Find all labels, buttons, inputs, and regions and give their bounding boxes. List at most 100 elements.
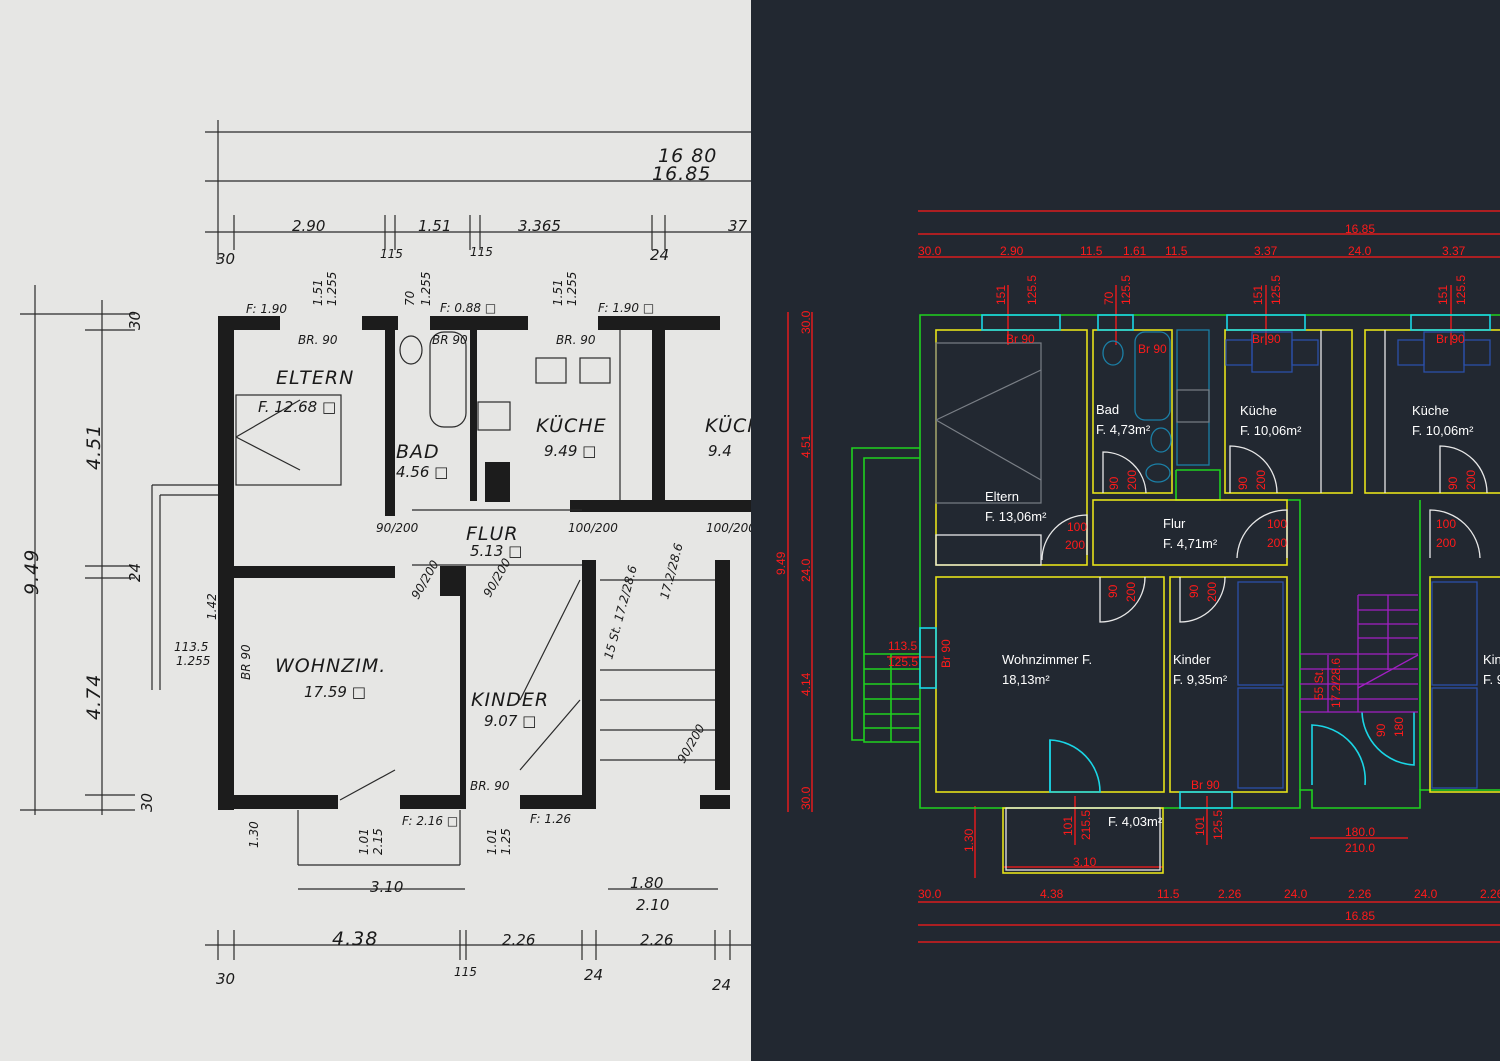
dimension-label: 101: [1061, 816, 1075, 836]
room-area-flur: F. 4,71m²: [1163, 536, 1218, 551]
dimension-label: 2.26: [1480, 887, 1500, 901]
room-name-kueche: Küche: [1240, 403, 1277, 418]
dimension-label: 180: [1392, 717, 1406, 737]
room-name-kinder-2: Kin: [1483, 652, 1500, 667]
cad-top-dimensions: 16.85 30.0 2.90 11.5 1.61 11.5 3.37 24.0…: [918, 222, 1466, 258]
sketch-window-labels: F: 1.90 F: 0.88 □ F: 1.90 □ BR. 90 BR 90…: [246, 272, 654, 347]
dimension-label: 200: [1254, 470, 1268, 490]
dimension-label: 24: [712, 976, 731, 994]
sketch-area-bad: 4.56 □: [396, 463, 448, 481]
dimension-label: 90/200: [376, 521, 419, 535]
dimension-label: 200: [1205, 582, 1219, 602]
dimension-label: 4.38: [332, 928, 378, 950]
dimension-label: 30: [216, 250, 235, 268]
dimension-label: 101: [1193, 816, 1207, 836]
dimension-label: F: 0.88 □: [440, 301, 496, 315]
dimension-label: 24.0: [1284, 887, 1308, 901]
dimension-label: 90: [1446, 476, 1460, 490]
dimension-label: 125.5: [888, 655, 918, 669]
room-area-kueche: F. 10,06m²: [1240, 423, 1302, 438]
dimension-label: 9.49: [21, 549, 43, 595]
dimension-label: 100: [1436, 517, 1456, 531]
dimension-label: 16 80: [658, 145, 717, 167]
cad-walls: [851, 314, 1500, 809]
dimension-label: BR 90: [432, 333, 468, 347]
room-area-eltern: F. 13,06m²: [985, 509, 1047, 524]
dimension-label: 11.5: [1157, 887, 1180, 901]
dimension-label: Br 90: [1252, 332, 1281, 346]
dimension-label: 4.51: [799, 434, 813, 458]
dimension-label: 30.0: [918, 887, 942, 901]
room-name-wohnzimmer: Wohnzimmer F.: [1002, 652, 1092, 667]
dimension-label: F: 1.90 □: [598, 301, 654, 315]
dimension-label: 9.49: [774, 551, 788, 575]
room-area-kinder-2: F. 9: [1483, 672, 1500, 687]
dimension-label: 90/200: [480, 556, 513, 600]
dimension-label: 24.0: [799, 558, 813, 582]
cad-bottom-dimensions: 30.0 4.38 11.5 2.26 24.0 2.26 24.0 2.26 …: [918, 887, 1500, 923]
dimension-label: BR. 90: [470, 779, 510, 793]
dimension-label: 125.5: [1119, 275, 1133, 305]
room-name-bad: Bad: [1096, 402, 1119, 417]
dimension-label: Br 90: [1191, 778, 1220, 792]
cad-room-labels: Eltern F. 13,06m² Bad F. 4,73m² Küche F.…: [985, 402, 1500, 829]
dimension-label: 1.51: [551, 279, 565, 306]
dimension-label: 2.90: [1000, 244, 1024, 258]
dimension-label: 1.51: [311, 279, 325, 306]
dimension-label: 30: [126, 311, 144, 330]
dimension-label: 1.80: [630, 874, 663, 892]
dimension-label: 113.5: [888, 639, 917, 653]
dimension-label: 4.74: [83, 674, 105, 720]
dimension-label: 24: [126, 563, 144, 582]
room-area-wohnzimmer: 18,13m²: [1002, 672, 1050, 687]
dimension-label: F: 2.16 □: [402, 814, 458, 828]
cad-misc-labels: 3.10 1.30 101 215.5 101 125.5 180.0 210.…: [888, 332, 1478, 869]
dimension-label: 200: [1125, 470, 1139, 490]
dimension-label: 115: [380, 247, 403, 261]
room-area-kueche-2: F. 10,06m²: [1412, 423, 1474, 438]
cad-dimension-lines: [787, 210, 1500, 943]
dimension-label: 4.14: [799, 672, 813, 696]
dimension-label: 2.15: [371, 828, 385, 855]
room-name-kueche-2: Küche: [1412, 403, 1449, 418]
dimension-label: 90: [1107, 476, 1121, 490]
dimension-label: 125.5: [1269, 275, 1283, 305]
sketch-room-bad: BAD: [396, 441, 440, 463]
dimension-label: 2.26: [502, 931, 535, 949]
dimension-label: 37: [728, 217, 748, 235]
dimension-label: 11.5: [1080, 244, 1103, 258]
cad-staircase: [1300, 594, 1419, 713]
dimension-label: 215.5: [1079, 810, 1093, 840]
sketch-room-kueche: KÜCHE: [536, 414, 607, 437]
dimension-label: 200: [1267, 536, 1287, 550]
dimension-label: 100/200: [568, 521, 618, 535]
dimension-label: 125.5: [1454, 275, 1468, 305]
dimension-label: 4.51: [83, 424, 105, 470]
dimension-label: 3.37: [1254, 244, 1278, 258]
dimension-label: 151: [1251, 285, 1265, 305]
dimension-label: 200: [1464, 470, 1478, 490]
room-area-bad: F. 4,73m²: [1096, 422, 1151, 437]
dimension-label: 24: [584, 966, 603, 984]
dimension-label: 200: [1124, 582, 1138, 602]
cad-floor-plan: 16.85 30.0 2.90 11.5 1.61 11.5 3.37 24.0…: [751, 0, 1500, 1061]
dimension-label: 2.10: [636, 896, 669, 914]
dimension-label: 200: [1065, 538, 1085, 552]
cad-window-dimensions: 151 125.5 70 125.5 151 125.5 151 125.5: [994, 275, 1468, 305]
dimension-label: 3.365: [518, 217, 561, 235]
dimension-label: 125.5: [1211, 810, 1225, 840]
dimension-label: Br 90: [939, 639, 953, 668]
sketch-area-kinder: 9.07 □: [484, 712, 536, 730]
dimension-label: 11.5: [1165, 244, 1188, 258]
dimension-label: 1.42: [205, 593, 219, 620]
sketch-walls: [218, 316, 751, 810]
cad-furniture: [935, 329, 1491, 789]
sketch-area-wohnzimmer: 17.59 □: [304, 683, 366, 701]
dimension-label: 113.5: [174, 640, 208, 654]
dimension-label: 30: [216, 970, 235, 988]
cad-windows: [919, 314, 1491, 809]
dimension-label: Br 90: [1138, 342, 1167, 356]
dimension-label: 4.38: [1040, 887, 1064, 901]
sketch-bottom-dimensions: F: 2.16 □ F: 1.26 1.01 2.15 1.01 1.25 1.…: [216, 779, 731, 994]
dimension-label: 24.0: [1414, 887, 1438, 901]
